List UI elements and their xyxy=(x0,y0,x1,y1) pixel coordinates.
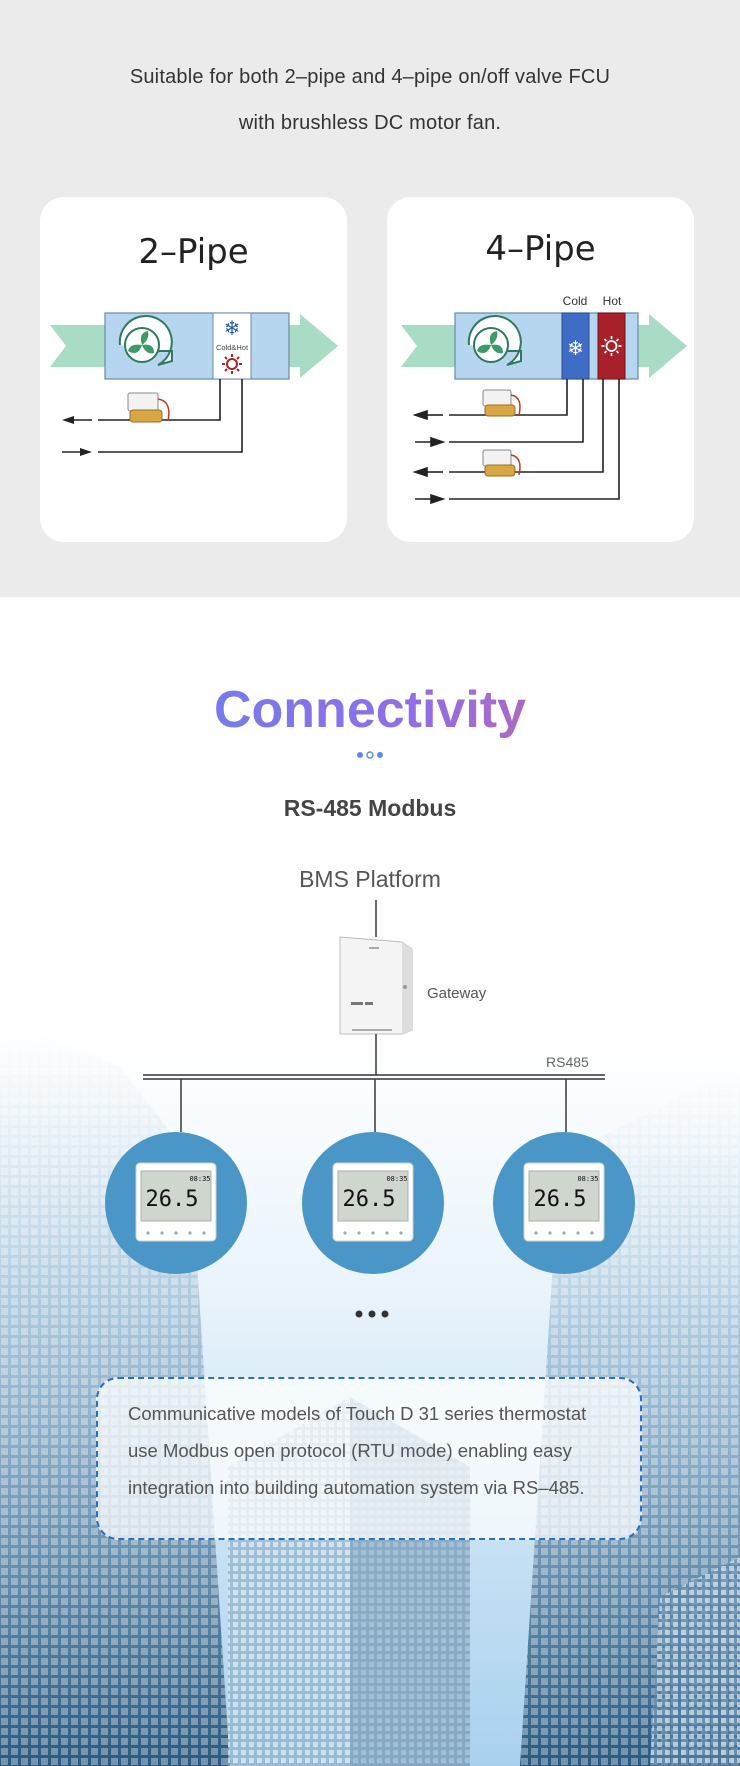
air-outlet-arrow xyxy=(288,314,338,378)
four-pipe-diagram: ❄ Cold Hot xyxy=(401,294,687,505)
protocol-subtitle: RS-485 Modbus xyxy=(283,795,457,821)
thermostat-2: 26.5 08:35 xyxy=(302,1132,444,1274)
description-line-1: Communicative models of Touch D 31 serie… xyxy=(128,1403,587,1424)
intro-line-1: Suitable for both 2–pipe and 4–pipe on/o… xyxy=(129,66,611,88)
four-pipe-card: 4–Pipe ❄ xyxy=(387,197,694,542)
thermostat-2-time: 08:35 xyxy=(386,1175,407,1183)
supply-arrow xyxy=(80,448,92,456)
description-line-2: use Modbus open protocol (RTU mode) enab… xyxy=(128,1440,572,1461)
thermostat-3-time: 08:35 xyxy=(577,1175,598,1183)
thermostat-2-reading: 26.5 xyxy=(343,1187,396,1212)
air-inlet-arrow xyxy=(50,325,106,367)
thermostat-1-time: 08:35 xyxy=(189,1175,210,1183)
more-devices-icon xyxy=(355,1310,389,1318)
rs485-label: RS485 xyxy=(546,1054,589,1070)
pipe-systems-section: Suitable for both 2–pipe and 4–pipe on/o… xyxy=(0,0,740,597)
coil-box xyxy=(212,312,252,380)
fan-icon xyxy=(467,315,522,366)
coil-label: Cold&Hot xyxy=(216,343,249,352)
connectivity-section: Connectivity RS-485 Modbus BMS Platform xyxy=(0,597,740,1766)
gateway-icon xyxy=(339,936,413,1035)
return-arrow xyxy=(62,416,74,424)
title-dots-icon xyxy=(357,751,383,759)
thermostat-3-reading: 26.5 xyxy=(534,1187,587,1212)
air-inlet-arrow xyxy=(401,325,455,367)
cold-valve-icon xyxy=(482,389,521,417)
pipe-lines xyxy=(449,379,620,500)
cold-coil xyxy=(561,312,590,380)
network-diagram: 26.5 08:35 26.5 08:35 xyxy=(105,900,635,1274)
air-outlet-arrow xyxy=(637,314,687,378)
snowflake-icon: ❄ xyxy=(567,336,584,360)
sun-icon xyxy=(222,354,242,374)
thermostat-1: 26.5 08:35 xyxy=(105,1132,247,1274)
four-pipe-title: 4–Pipe xyxy=(485,229,596,269)
description-box: Communicative models of Touch D 31 serie… xyxy=(96,1377,642,1540)
bms-platform-label: BMS Platform xyxy=(299,866,441,892)
fan-icon xyxy=(118,315,173,366)
description-line-3: integration into building automation sys… xyxy=(128,1477,585,1498)
pipe-lines xyxy=(98,379,243,453)
cold-label: Cold xyxy=(563,294,588,308)
gateway-label: Gateway xyxy=(427,985,487,1002)
hot-valve-icon xyxy=(482,449,521,477)
flow-arrows xyxy=(412,409,446,505)
thermostat-3: 26.5 08:35 xyxy=(493,1132,635,1274)
sun-icon xyxy=(601,336,622,356)
snowflake-icon: ❄ xyxy=(224,316,241,340)
connectivity-title: Connectivity xyxy=(0,680,740,740)
valve-icon xyxy=(127,392,170,423)
two-pipe-card: 2–Pipe ❄ Cold&Hot xyxy=(40,197,347,542)
thermostat-1-reading: 26.5 xyxy=(146,1187,199,1212)
two-pipe-diagram: ❄ Cold&Hot xyxy=(50,312,338,456)
two-pipe-title: 2–Pipe xyxy=(138,232,249,272)
intro-line-2: with brushless DC motor fan. xyxy=(238,112,502,134)
hot-label: Hot xyxy=(603,294,622,308)
